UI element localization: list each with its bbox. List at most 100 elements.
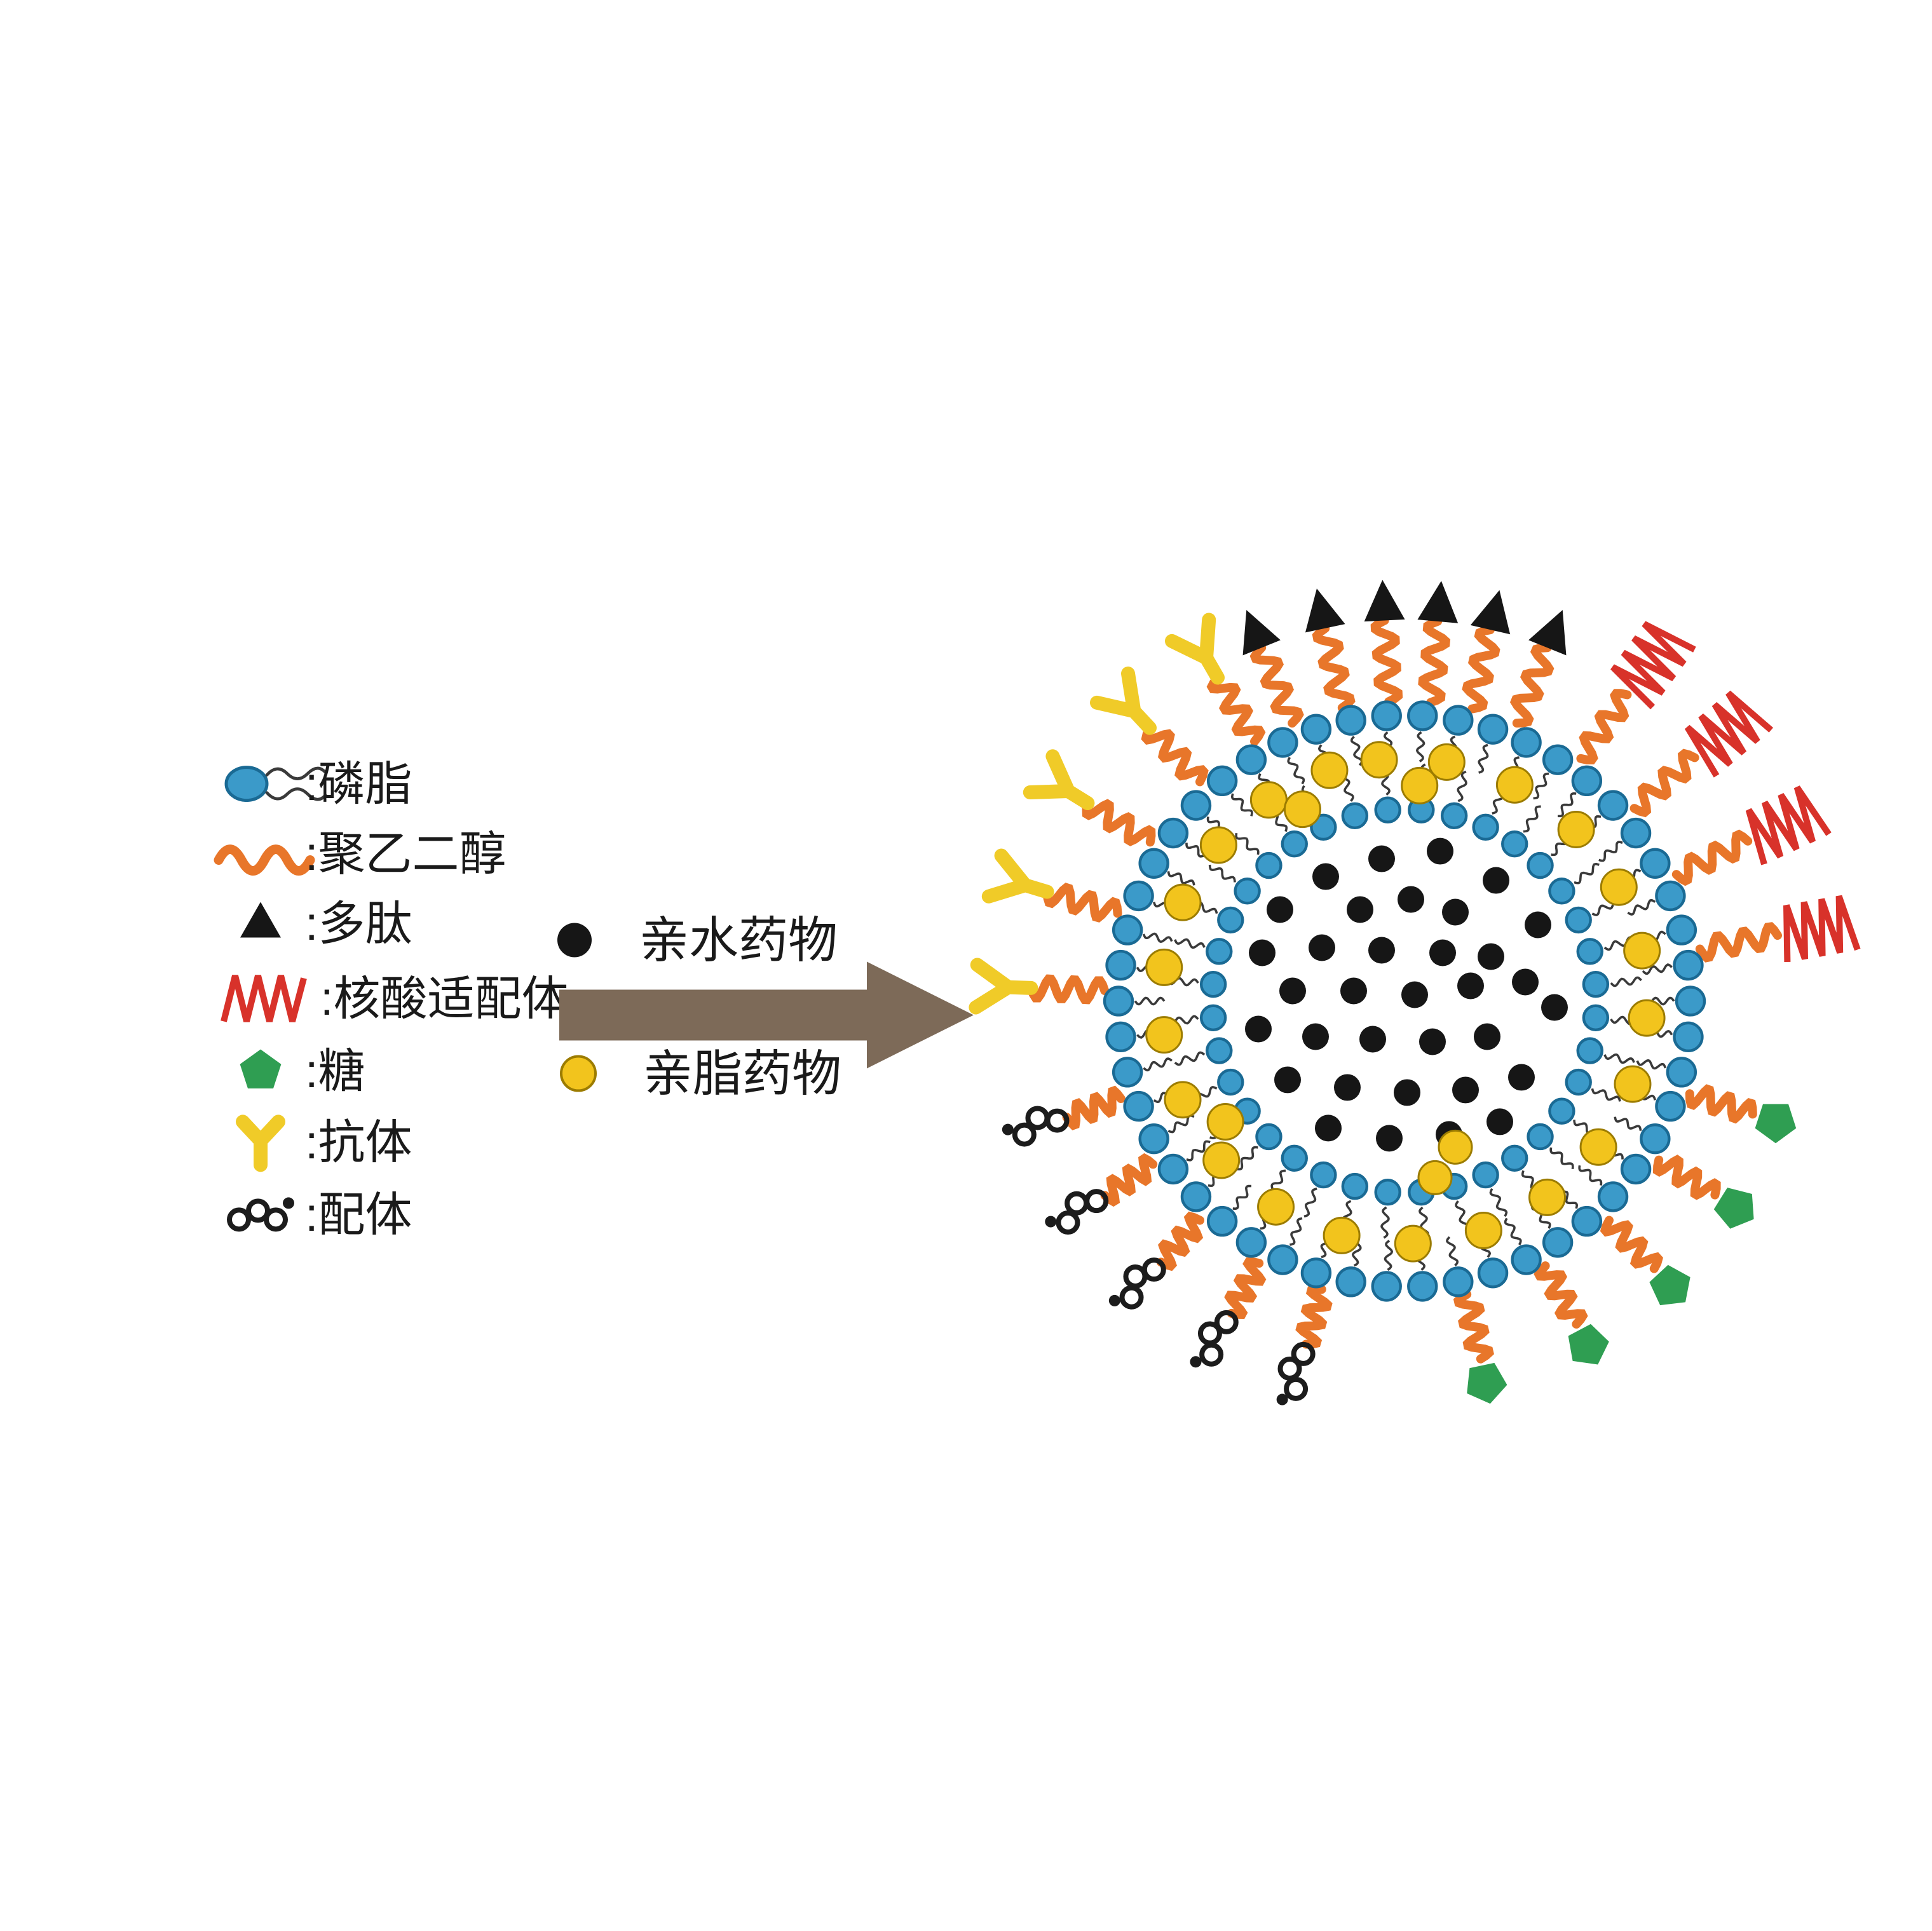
ligand-ring: [1291, 1341, 1316, 1366]
hydrophilic-drug-dot: [1398, 886, 1424, 913]
lipophilic-drug-label: 亲脂药物: [643, 1045, 841, 1101]
phospholipid-bead: [1235, 744, 1267, 775]
ligand-ring: [227, 1207, 251, 1232]
lipid-tail: [1384, 1240, 1394, 1271]
lipid-tail: [1230, 793, 1253, 816]
sugar-icon: [1467, 1362, 1507, 1404]
ligand-ring: [1119, 1285, 1144, 1310]
phospholipid-bead: [1472, 1161, 1499, 1189]
peg-chain: [1695, 922, 1782, 963]
phospholipid-bead: [1157, 817, 1189, 849]
lipophilic-drug-dot: [1206, 1103, 1244, 1141]
ligand-ring: [1277, 1356, 1302, 1381]
lipophilic-drug-dot: [1145, 1016, 1183, 1054]
lipophilic-drug-dots: [1145, 741, 1666, 1263]
peg-chain: [1576, 689, 1632, 765]
lipid-tail: [1232, 1184, 1251, 1210]
hydrophilic-drug-dot: [1267, 896, 1293, 923]
phospholipid-bead: [1620, 817, 1652, 849]
phospholipid-bead: [1576, 1037, 1603, 1064]
phospholipid-tail: [265, 766, 327, 780]
ligand-ring: [1123, 1264, 1148, 1289]
peg-chain: [1156, 1211, 1204, 1271]
sugar-icon: [1713, 1188, 1754, 1229]
hydrophilic-drug-dot: [1483, 867, 1509, 894]
phospholipid-bead: [1335, 705, 1366, 736]
hydrophilic-drug-dot: [1457, 972, 1484, 999]
phospholipid-bead: [1199, 1004, 1227, 1031]
lipophilic-drug-dot: [1257, 1188, 1295, 1226]
ligand-ring: [246, 1198, 270, 1223]
hydrophilic-drug-dot: [1376, 1125, 1403, 1152]
lipid-tail: [1598, 841, 1623, 862]
lipid-tail: [1504, 1217, 1522, 1245]
antibody-icon: [236, 1115, 285, 1172]
lipophilic-drug-dot: [1614, 1065, 1652, 1103]
phospholipid-bead: [1123, 1090, 1154, 1122]
ligand-ring: [1056, 1210, 1080, 1235]
peg-chain: [1224, 1257, 1267, 1320]
ligand-ring: [1214, 1310, 1239, 1334]
ligand-dot: [1108, 1294, 1120, 1306]
liposome-inner-leaflet: [1199, 796, 1610, 1206]
lipid-tail: [1208, 864, 1236, 883]
phospholipid-bead: [1673, 1021, 1704, 1053]
peg-chain: [1671, 829, 1753, 886]
phospholipid-bead: [1620, 1153, 1652, 1185]
phospholipid-bead: [1341, 1172, 1369, 1200]
hydrophilic-drug-dot: [1512, 968, 1539, 996]
lipophilic-drug-dot: [1360, 741, 1398, 779]
hydrophilic-drug-dot: [1394, 1079, 1420, 1106]
peg-chain: [1509, 643, 1554, 728]
phospholipid-bead: [1217, 906, 1244, 934]
hydrophilic-drug-dot: [1249, 939, 1276, 966]
phospholipid-bead: [1582, 970, 1610, 998]
hydrophilic-drug-dot: [1429, 939, 1456, 966]
lipid-tail: [1415, 731, 1425, 762]
legend-label-peg: :聚乙二醇: [305, 827, 506, 880]
phospholipid-bead: [1138, 1123, 1169, 1155]
aptamer-icon: [221, 975, 307, 1022]
peg-chain: [1685, 1084, 1757, 1124]
ligand-ring: [1012, 1122, 1037, 1147]
ligand-dot: [1276, 1393, 1288, 1406]
phospholipid-bead: [1374, 1179, 1401, 1206]
phospholipid-bead: [1655, 880, 1686, 912]
ligand-dot: [1002, 1123, 1014, 1135]
phospholipid-bead: [1310, 1161, 1337, 1189]
lipid-tail: [1636, 1059, 1667, 1070]
lipid-tail: [1380, 1206, 1390, 1239]
phospholipid-bead: [1640, 848, 1671, 879]
lipid-tail: [1574, 862, 1600, 884]
peg-chain: [1629, 749, 1699, 818]
hydrophilic-drug-label: 亲水药物: [639, 912, 838, 968]
lipid-tail: [1134, 996, 1166, 1006]
hydrophilic-drug-dot: [1302, 1023, 1329, 1050]
phospholipid-bead: [1527, 1123, 1554, 1151]
hydrophilic-drug-icon: [557, 923, 592, 958]
lipophilic-drug-dot: [1164, 1081, 1202, 1119]
aptamer-icon: [1745, 785, 1832, 865]
phospholipid-bead: [1157, 1153, 1189, 1185]
peg-chain: [1462, 625, 1500, 714]
ligand-dot: [1190, 1356, 1202, 1368]
hydrophilic-drug-dot: [1541, 994, 1568, 1021]
phospholipid-bead: [1565, 906, 1592, 934]
hydrophilic-drug-dot: [1315, 1115, 1342, 1142]
phospholipid-bead: [1565, 1068, 1592, 1096]
phospholipid-bead: [1501, 1144, 1528, 1172]
lipophilic-drug-dot: [1600, 868, 1638, 906]
aptamer-icon: [1610, 621, 1696, 710]
aptamer-zigzag: [221, 975, 307, 1022]
peg-chain: [1062, 1085, 1126, 1130]
peptide-icon: [1242, 610, 1281, 656]
lipid-tail: [1174, 938, 1206, 949]
legend-label-ligand: :配体: [305, 1188, 412, 1241]
phospholipid-bead: [1472, 813, 1499, 841]
phospholipid-bead: [1374, 796, 1401, 823]
phospholipid-bead: [1235, 1227, 1267, 1258]
peg-chains: [1026, 616, 1782, 1364]
legend: :磷脂 :聚乙二醇 :多肽 :核酸适配体 :糖 :抗体: [214, 757, 568, 1241]
peg-icon: [214, 844, 315, 876]
lipophilic-drug-dot: [1623, 932, 1661, 970]
